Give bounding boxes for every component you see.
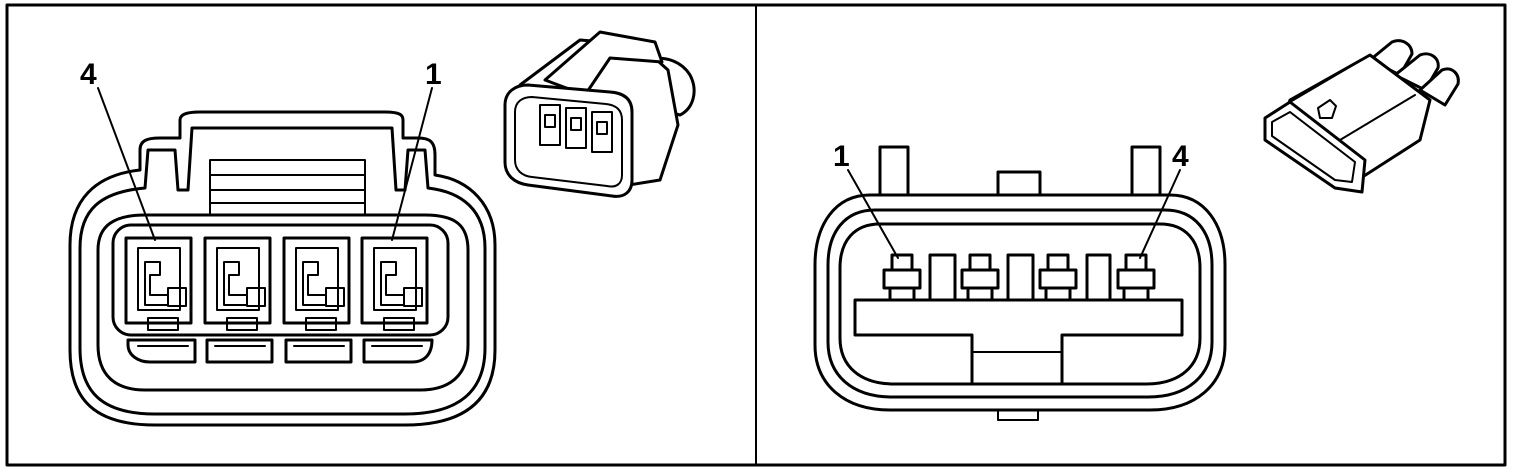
- left-leader-line-1: [391, 87, 433, 241]
- left-lower-key: [284, 338, 353, 364]
- left-connector-inner-shell: [78, 126, 487, 416]
- left-connector-3d-inset: [503, 30, 696, 198]
- right-leader-line-4: [1139, 169, 1181, 259]
- left-inset-face-inner: [514, 96, 623, 188]
- right-leader-line-1: [847, 169, 899, 259]
- right-inset-wire-3: [1418, 67, 1460, 107]
- right-terminal: [882, 253, 922, 302]
- right-connector-rim: [838, 222, 1202, 386]
- left-lower-key: [362, 338, 434, 364]
- left-connector-rim: [96, 213, 470, 392]
- left-cavity: [282, 236, 351, 331]
- right-connector-outer-shell: [813, 193, 1227, 412]
- right-terminal-shelf: [853, 298, 1184, 386]
- right-pin-label-4: 4: [1172, 140, 1189, 173]
- right-inset-wire-1: [1368, 39, 1414, 77]
- right-bottom-tab: [997, 409, 1039, 421]
- left-cavity: [203, 236, 272, 331]
- left-latch-window: [209, 159, 366, 216]
- right-terminal: [1038, 253, 1078, 302]
- left-connector-outer-shell: [68, 110, 497, 427]
- right-tower-walls: [928, 253, 1112, 302]
- left-cavity: [124, 236, 193, 331]
- right-connector-3d-inset: [1263, 39, 1460, 194]
- left-cavity-block: [111, 223, 450, 337]
- left-lower-key: [126, 338, 197, 364]
- right-inset-latch: [1317, 99, 1337, 119]
- left-cavity: [360, 236, 429, 331]
- left-connector-face: 4 1: [68, 58, 497, 427]
- right-terminal: [1116, 253, 1156, 302]
- left-leader-line-4: [97, 87, 156, 241]
- right-inset-wire-2: [1393, 52, 1440, 92]
- right-center-key: [971, 334, 1063, 353]
- left-pin-label-4: 4: [80, 58, 97, 91]
- left-pin-label-1: 1: [425, 58, 442, 91]
- right-connector-face: 1 4: [813, 140, 1227, 421]
- right-connector-inner-shell: [826, 208, 1214, 399]
- right-terminal: [960, 253, 1000, 302]
- right-inset-face-inner: [1271, 111, 1356, 183]
- right-top-ears: [878, 145, 1162, 197]
- left-lower-key: [205, 338, 274, 364]
- right-pin-label-1: 1: [833, 140, 850, 173]
